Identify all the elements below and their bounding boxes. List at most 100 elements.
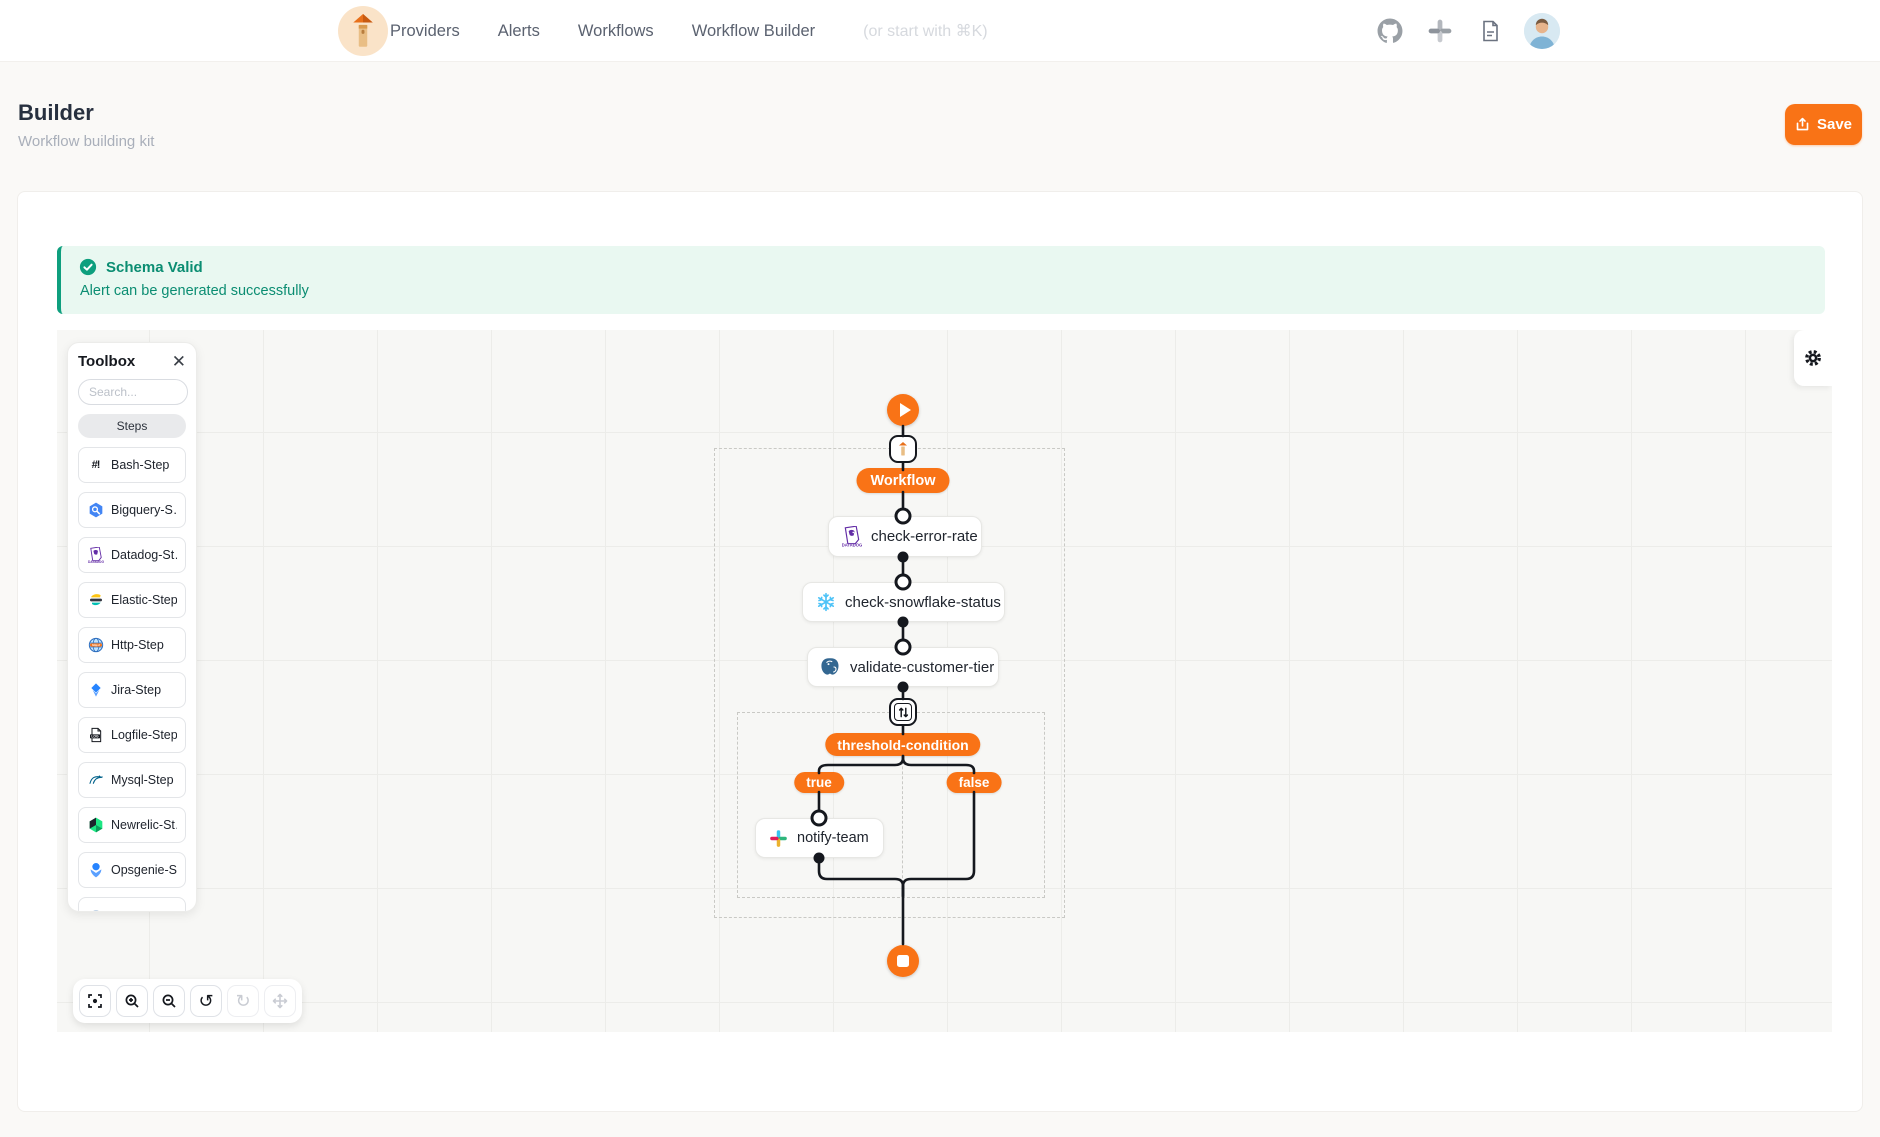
zoom-out-icon: [162, 994, 176, 1008]
svg-text:DATADOG: DATADOG: [842, 542, 862, 547]
branch-false-label: false: [958, 775, 990, 790]
keep-logo[interactable]: [338, 6, 388, 56]
step-item-http[interactable]: http:// Http-Step: [78, 627, 186, 663]
builder-panel: Schema Valid Alert can be generated succ…: [17, 191, 1863, 1112]
zoom-in-button[interactable]: [116, 985, 148, 1017]
user-avatar[interactable]: [1524, 13, 1560, 49]
partial-step-icon: [87, 907, 104, 911]
step-item-opsgenie[interactable]: Opsgenie-S…: [78, 852, 186, 888]
play-icon: [899, 403, 911, 417]
branch-false-pill[interactable]: false: [946, 772, 1002, 793]
nav-providers[interactable]: Providers: [390, 21, 460, 40]
node-label: validate-customer-tier: [850, 658, 995, 676]
top-navigation-bar: Providers Alerts Workflows Workflow Buil…: [0, 0, 1880, 62]
pan-button[interactable]: [264, 985, 296, 1017]
keep-tower-icon: [353, 14, 373, 47]
fit-view-icon: [88, 994, 102, 1008]
nav-workflows[interactable]: Workflows: [577, 21, 654, 40]
step-item-elastic[interactable]: Elastic-Step: [78, 582, 186, 618]
step-item-partial[interactable]: [78, 897, 186, 911]
datadog-icon: DATADOG: [87, 546, 104, 564]
node-label: check-error-rate: [871, 528, 978, 545]
keep-mini-icon: [899, 442, 907, 456]
step-item-bigquery[interactable]: Bigquery-S…: [78, 492, 186, 528]
svg-text:http://: http://: [91, 643, 99, 647]
jira-icon: [87, 682, 104, 699]
svg-text:LOG: LOG: [91, 734, 99, 738]
canvas-settings-button[interactable]: [1794, 330, 1832, 386]
slack-icon: [769, 829, 788, 848]
end-node[interactable]: [887, 945, 919, 977]
fit-view-button[interactable]: [79, 985, 111, 1017]
step-item-datadog[interactable]: DATADOG Datadog-St…: [78, 537, 186, 573]
toolbox-title: Toolbox: [78, 353, 136, 370]
node-check-snowflake-status[interactable]: check-snowflake-status: [802, 582, 1005, 622]
elastic-icon: [87, 592, 104, 609]
docs-icon[interactable]: [1474, 15, 1506, 47]
page-subtitle: Workflow building kit: [18, 133, 155, 150]
condition-node[interactable]: [889, 698, 917, 726]
canvas-control-bar: ↺ ↻: [73, 979, 302, 1023]
nav-alerts[interactable]: Alerts: [497, 21, 540, 40]
trigger-node[interactable]: [889, 435, 917, 463]
node-label: check-snowflake-status: [845, 593, 1001, 611]
postgres-icon: [821, 657, 841, 677]
stop-icon: [897, 955, 909, 967]
node-validate-customer-tier[interactable]: validate-customer-tier: [807, 647, 999, 687]
branch-true-label: true: [806, 775, 832, 790]
steps-section-header[interactable]: Steps: [78, 414, 186, 438]
snowflake-icon: [816, 592, 836, 612]
start-node[interactable]: [887, 394, 919, 426]
zoom-out-button[interactable]: [153, 985, 185, 1017]
github-icon[interactable]: [1374, 15, 1406, 47]
save-button-label: Save: [1816, 116, 1853, 133]
topbar-icon-group: [1374, 0, 1560, 62]
workflow-canvas[interactable]: Workflow DATADOG check-error-rate: [57, 330, 1832, 1032]
gear-icon: [1805, 350, 1821, 366]
zoom-in-icon: [125, 994, 139, 1008]
svg-text:DATADOG: DATADOG: [88, 560, 104, 564]
steps-list: #! Bash-Step Bigquery-S…: [78, 447, 186, 911]
redo-button[interactable]: ↻: [227, 985, 259, 1017]
main-nav: Providers Alerts Workflows Workflow Buil…: [390, 0, 988, 62]
step-item-logfile[interactable]: LOG Logfile-Step: [78, 717, 186, 753]
save-button[interactable]: Save: [1785, 104, 1862, 145]
workflow-pill-label: Workflow: [870, 472, 936, 489]
toolbox-search-input[interactable]: [78, 379, 188, 405]
node-notify-team[interactable]: notify-team: [755, 818, 884, 858]
step-item-jira[interactable]: Jira-Step: [78, 672, 186, 708]
datadog-icon: DATADOG: [842, 525, 862, 548]
banner-title: Schema Valid: [106, 258, 203, 276]
check-circle-icon: [79, 258, 97, 276]
upload-icon: [1796, 117, 1809, 131]
http-icon: http://: [87, 637, 104, 654]
logfile-icon: LOG: [87, 727, 104, 744]
bigquery-icon: [87, 502, 104, 519]
step-item-newrelic[interactable]: Newrelic-St…: [78, 807, 186, 843]
banner-message: Alert can be generated successfully: [80, 283, 309, 299]
node-check-error-rate[interactable]: DATADOG check-error-rate: [828, 516, 982, 557]
undo-icon: ↺: [198, 990, 214, 1012]
node-label: notify-team: [797, 830, 869, 846]
nav-workflow-builder[interactable]: Workflow Builder: [691, 21, 816, 40]
workflow-trigger-pill[interactable]: Workflow: [856, 468, 950, 493]
slack-gray-icon[interactable]: [1424, 15, 1456, 47]
page-title: Builder: [18, 100, 94, 125]
newrelic-icon: [87, 817, 104, 834]
undo-button[interactable]: ↺: [190, 985, 222, 1017]
condition-pill-label: threshold-condition: [837, 736, 969, 753]
close-icon[interactable]: ✕: [171, 351, 186, 371]
schema-valid-banner: Schema Valid Alert can be generated succ…: [57, 246, 1825, 314]
toolbox-panel: Toolbox ✕ Steps #! Bash-Step: [67, 342, 197, 912]
step-item-mysql[interactable]: Mysql-Step: [78, 762, 186, 798]
step-item-bash[interactable]: #! Bash-Step: [78, 447, 186, 483]
condition-pill[interactable]: threshold-condition: [825, 733, 981, 756]
command-k-hint: (or start with ⌘K): [863, 23, 988, 40]
bash-icon: #!: [91, 459, 101, 471]
opsgenie-icon: [87, 862, 104, 879]
pan-icon: [272, 993, 288, 1009]
branch-true-pill[interactable]: true: [794, 772, 844, 793]
switch-icon: [894, 703, 912, 721]
mysql-icon: [87, 772, 104, 789]
redo-icon: ↻: [235, 990, 251, 1012]
